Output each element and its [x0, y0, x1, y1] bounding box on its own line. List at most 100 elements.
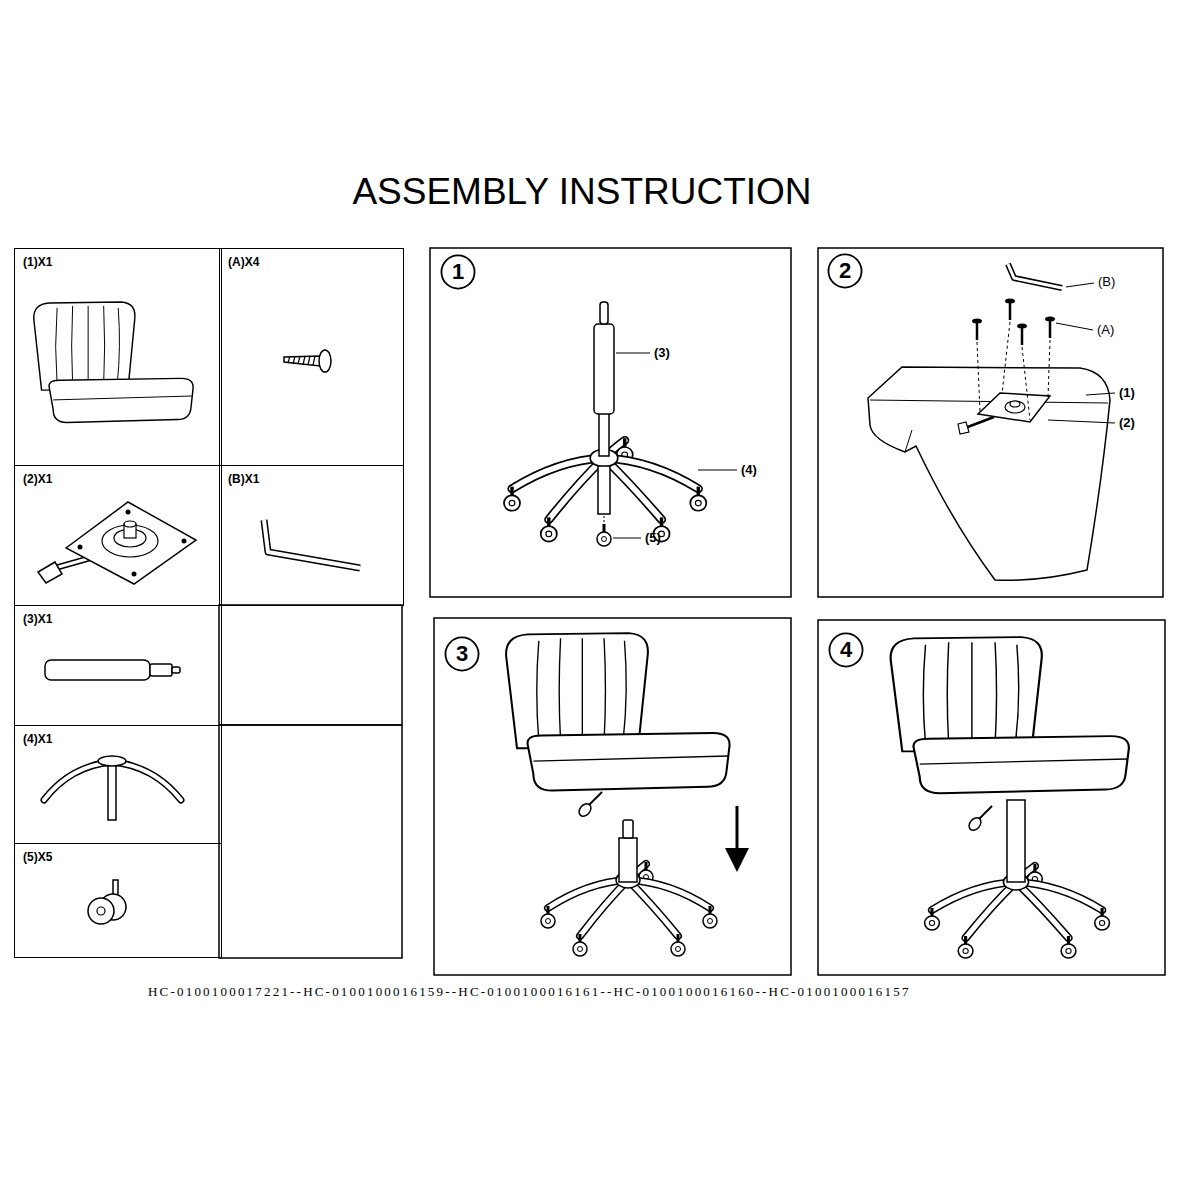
- lever: [967, 806, 992, 833]
- caster-part: [88, 880, 126, 924]
- callout-label: (4): [741, 462, 757, 478]
- leader-line: [613, 538, 641, 539]
- step-panel: [818, 248, 1163, 597]
- callout-label: (3): [654, 345, 670, 361]
- plate-knob: [1010, 401, 1020, 407]
- part-quantity: (3)X1: [23, 612, 213, 626]
- hex-key: [1008, 264, 1062, 288]
- arrow-shaft: [736, 806, 739, 850]
- leader-line: [1056, 323, 1093, 330]
- page-title: ASSEMBLY INSTRUCTION: [352, 171, 811, 212]
- lever-handle: [38, 562, 62, 583]
- lever-handle: [958, 422, 969, 434]
- cylinder-pin: [150, 664, 172, 676]
- plate: [978, 393, 1050, 422]
- callout-label: (1): [1119, 385, 1135, 401]
- cylinder-pin: [623, 820, 633, 838]
- empty-cell: [219, 725, 402, 958]
- cylinder-rod: [599, 412, 609, 456]
- hex-key: [1008, 264, 1062, 288]
- gas-cylinder-part: [45, 660, 180, 680]
- caster-axle: [97, 907, 105, 915]
- step-label: 2: [839, 259, 851, 283]
- cylinder-body: [45, 660, 150, 680]
- label-wrap: (2): [1119, 415, 1135, 431]
- screw: [972, 319, 982, 341]
- part-cell: (2)X1: [14, 465, 222, 606]
- part-cell: (1)X1: [14, 248, 222, 466]
- guide-line: [1002, 322, 1010, 394]
- leader-line: [1066, 283, 1094, 287]
- leader-line: [616, 353, 650, 354]
- plate-hole: [132, 572, 137, 577]
- arrow-head: [725, 848, 749, 872]
- part-quantity: (5)X5: [23, 850, 213, 864]
- screw-shaft: [284, 356, 320, 366]
- step-number: 2: [827, 253, 863, 289]
- label-wrap: (B): [1098, 274, 1115, 290]
- part-quantity: (1)X1: [23, 255, 213, 269]
- plate-hole: [182, 539, 187, 544]
- screw: [1005, 299, 1015, 321]
- part-quantity: (4)X1: [23, 732, 213, 746]
- part-cell: (B)X1: [219, 465, 404, 606]
- part-cell: (3)X1: [14, 605, 222, 726]
- step-panel: [430, 248, 791, 597]
- empty-cell: [219, 605, 402, 725]
- gas-cylinder: [1007, 800, 1025, 882]
- leader-line: [1086, 393, 1115, 395]
- gas-cylinder: [619, 838, 637, 882]
- base-hub: [98, 756, 126, 766]
- cylinder-tip: [172, 667, 180, 673]
- callout-label: (2): [1119, 415, 1135, 431]
- plate-hole: [78, 545, 83, 550]
- step-label: 4: [840, 638, 852, 662]
- plate-ring: [102, 525, 158, 557]
- seat-upside-down: [868, 367, 1110, 580]
- plate-knob: [124, 521, 136, 527]
- label-wrap: (3): [654, 345, 670, 361]
- lever: [577, 792, 602, 819]
- title-wrap: ASSEMBLY INSTRUCTION: [182, 170, 982, 214]
- part-cell: (4)X1: [14, 725, 222, 844]
- screw-thread: [288, 356, 315, 365]
- part-quantity: (B)X1: [228, 472, 395, 486]
- plate-hole: [126, 510, 131, 515]
- lever-arm: [965, 417, 994, 428]
- leader-line: [698, 470, 737, 471]
- label-wrap: (5): [645, 530, 661, 546]
- step-number: 1: [440, 254, 476, 290]
- guide-line: [1022, 347, 1030, 420]
- plate-knob: [1005, 401, 1025, 413]
- part-cell: (5)X5: [14, 843, 222, 958]
- guide-line: [977, 342, 980, 412]
- guide-line: [604, 516, 605, 524]
- caster-wheel: [88, 898, 114, 924]
- callout-label: (5): [645, 530, 661, 546]
- mechanism-plate-part: [38, 502, 196, 584]
- plate: [66, 502, 196, 584]
- guide-line: [1048, 340, 1050, 397]
- model-code: HC-0100100017221--HC-0100100016159--HC-0…: [148, 984, 911, 1000]
- label-wrap: HC-0100100017221--HC-0100100016159--HC-0…: [148, 984, 911, 1000]
- cylinder-pin: [600, 302, 608, 324]
- leader-line: [1048, 420, 1115, 423]
- gas-cylinder: [594, 324, 614, 414]
- seat-outline: [868, 367, 1110, 580]
- caster: [597, 524, 611, 546]
- step-circle-outline: [441, 255, 474, 288]
- screw: [1045, 317, 1055, 339]
- label-wrap: (A): [1097, 322, 1114, 338]
- label-wrap: (1): [1119, 385, 1135, 401]
- step-circle-outline: [829, 633, 862, 666]
- step-number: 3: [444, 636, 480, 672]
- guide-lines: [977, 322, 1050, 420]
- base-spindle: [598, 466, 610, 514]
- seat-part: [34, 302, 193, 423]
- step-number: 4: [828, 632, 864, 668]
- step-label: 3: [456, 642, 468, 666]
- screw-head: [319, 350, 331, 372]
- screw-part: [284, 350, 331, 372]
- hex-key: [264, 520, 360, 568]
